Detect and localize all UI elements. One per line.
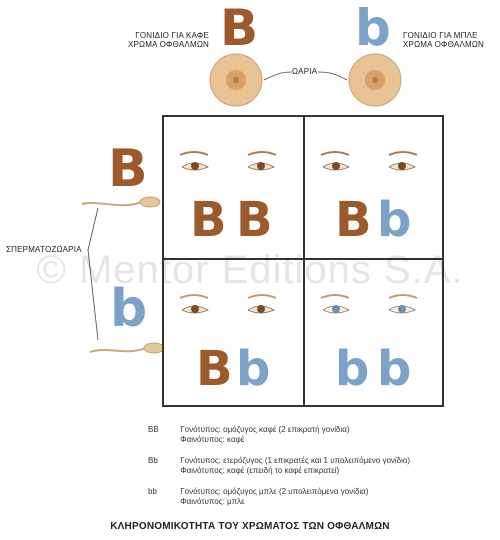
blue-gene-label-line2: ΧΡΩΜΑ ΟΦΘΑΛΜΩΝ	[403, 40, 485, 49]
brown-eyes-icon	[179, 151, 277, 171]
sperm-label: ΣΠΕΡΜΑΤΟΖΩΑΡΙΑ	[6, 245, 82, 254]
sperm-illustration	[81, 196, 165, 354]
cell-Bb-bottom-allele-2: b	[236, 341, 271, 397]
legend-code: bb	[148, 487, 157, 496]
brown-eyes-icon	[320, 151, 418, 171]
blue-eyes-icon	[320, 294, 418, 314]
legend-bb: bb Γονότυπος: ομόζυγος μπλε (2 υπολειπόμ…	[148, 487, 368, 507]
egg-allele-recessive: b	[355, 0, 391, 57]
legend-Bb: Bb Γονότυπος: ετερόζυγος (1 επικρατές κα…	[148, 456, 410, 476]
brown-gene-label-line1: ΓΟΝΙΔΙΟ ΓΙΑ ΚΑΦΕ	[135, 31, 209, 40]
figure-title: ΚΛΗΡΟΝΟΜΙΚΟΤΗΤΑ ΤΟΥ ΧΡΩΜΑΤΟΣ ΤΩΝ ΟΦΘΑΛΜΩ…	[110, 521, 390, 532]
legend-genotype: Γονότυπος: ετερόζυγος (1 επικρατές και 1…	[180, 456, 411, 465]
egg-right-icon	[348, 53, 402, 107]
sperm-allele-dominant: B	[108, 139, 148, 199]
legend-genotype: Γονότυπος: ομόζυγος καφέ (2 επικρατή γον…	[180, 425, 350, 434]
brown-eyes-icon	[179, 294, 277, 314]
legend-phenotype: Φαινότυπος: καφέ	[180, 435, 245, 444]
sperm-allele-recessive: b	[110, 279, 148, 339]
blue-gene-label-line1: ΓΟΝΙΔΙΟ ΓΙΑ ΜΠΛΕ	[403, 31, 478, 40]
grid-divider-vertical	[303, 117, 305, 405]
ova-illustration	[209, 53, 402, 107]
brown-gene-label: ΓΟΝΙΔΙΟ ΓΙΑ ΚΑΦΕ ΧΡΩΜΑ ΟΦΘΑΛΜΩΝ	[117, 31, 209, 49]
cell-bb: b b	[305, 260, 444, 403]
egg-left-icon	[209, 53, 263, 107]
legend-BB: BB Γονότυπος: ομόζυγος καφέ (2 επικρατή …	[148, 425, 350, 445]
cell-bb-allele-2: b	[377, 341, 412, 397]
watermark: © Mentor Editions S.A.	[36, 248, 464, 292]
grid-divider-horizontal	[164, 258, 442, 260]
legend-code: BB	[148, 425, 159, 434]
cell-Bb-top-allele-2: b	[377, 192, 412, 248]
cell-Bb-bottom: B b	[164, 260, 303, 403]
cell-Bb-top: B b	[305, 117, 444, 260]
cell-bb-allele-1: b	[335, 341, 370, 397]
legend-phenotype: Φαινότυπος: καφέ (επειδή το καφέ επικρατ…	[180, 466, 340, 475]
cell-BB-allele-1: B	[190, 192, 227, 248]
cell-Bb-bottom-allele-1: B	[196, 341, 233, 397]
blue-gene-label: ΓΟΝΙΔΙΟ ΓΙΑ ΜΠΛΕ ΧΡΩΜΑ ΟΦΘΑΛΜΩΝ	[403, 31, 498, 49]
legend-phenotype: Φαινότυπος: μπλε	[180, 497, 245, 506]
cell-BB: B B	[164, 117, 303, 260]
brown-gene-label-line2: ΧΡΩΜΑ ΟΦΘΑΛΜΩΝ	[127, 40, 209, 49]
legend-code: Bb	[148, 456, 158, 465]
cell-BB-allele-2: B	[236, 192, 273, 248]
cell-Bb-top-allele-1: B	[335, 192, 372, 248]
punnett-square: B B B b B b	[162, 115, 444, 407]
legend-genotype: Γονότυπος: ομόζυγος μπλε (2 υπολειπόμενα…	[180, 487, 369, 496]
egg-allele-dominant: B	[220, 0, 259, 57]
ova-label: ΩΑΡΙΑ	[292, 67, 318, 76]
